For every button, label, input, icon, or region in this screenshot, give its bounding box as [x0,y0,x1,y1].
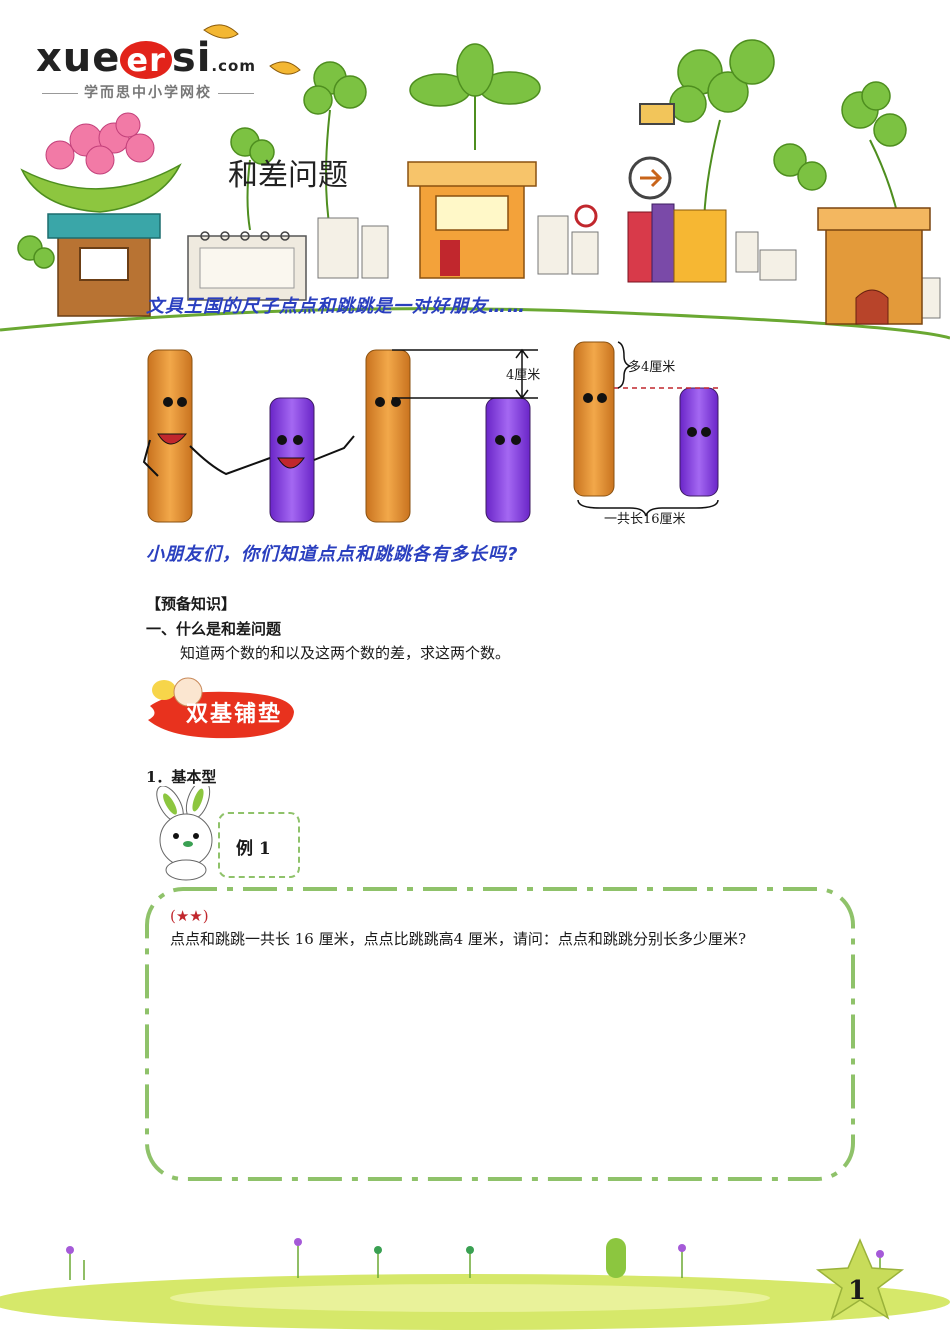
ruler-diandian-1 [147,349,193,523]
ruler-tiaotiao-1 [269,397,315,523]
footer-meadow [0,1238,950,1330]
knowledge-heading: 一、什么是和差问题 [146,620,282,638]
example-label: 例 1 [236,839,271,859]
problem-frame [145,887,855,1181]
difficulty-stars: (★★) [170,907,209,925]
ruler-tiaotiao-3 [679,387,719,497]
bunny-mascot [156,786,213,881]
page-number: 1 [848,1276,867,1306]
more-label: 多4厘米 [628,360,676,375]
header-banner-illustration [0,24,950,340]
rulers-illustration [142,341,719,523]
basic-type-heading: 1．基本型 [146,768,217,786]
problem-text: 点点和跳跳一共长 16 厘米，点点比跳跳高4 厘米，请问：点点和跳跳分别长多少厘… [170,930,746,948]
section-heading: 【预备知识】 [146,595,237,613]
badge-banner [148,677,294,739]
knowledge-definition: 知道两个数的和以及这两个数的差，求这两个数。 [180,644,511,662]
logo-subtitle: 学而思中小学网校 [36,82,276,102]
ruler-tiaotiao-2 [485,397,531,523]
example-label-box [218,812,300,878]
ruler-diandian-3 [573,341,615,497]
story-line: 文具王国的尺子点点和跳跳是一对好朋友…… [146,296,526,317]
diff-label: 4厘米 [506,368,541,383]
intro-question: 小朋友们，你们知道点点和跳跳各有多长吗? [146,544,519,565]
page-title: 和差问题 [228,158,348,193]
ruler-diandian-2 [365,349,411,523]
total-label: 一共长16厘米 [604,512,686,527]
badge-label: 双基铺垫 [186,702,283,727]
